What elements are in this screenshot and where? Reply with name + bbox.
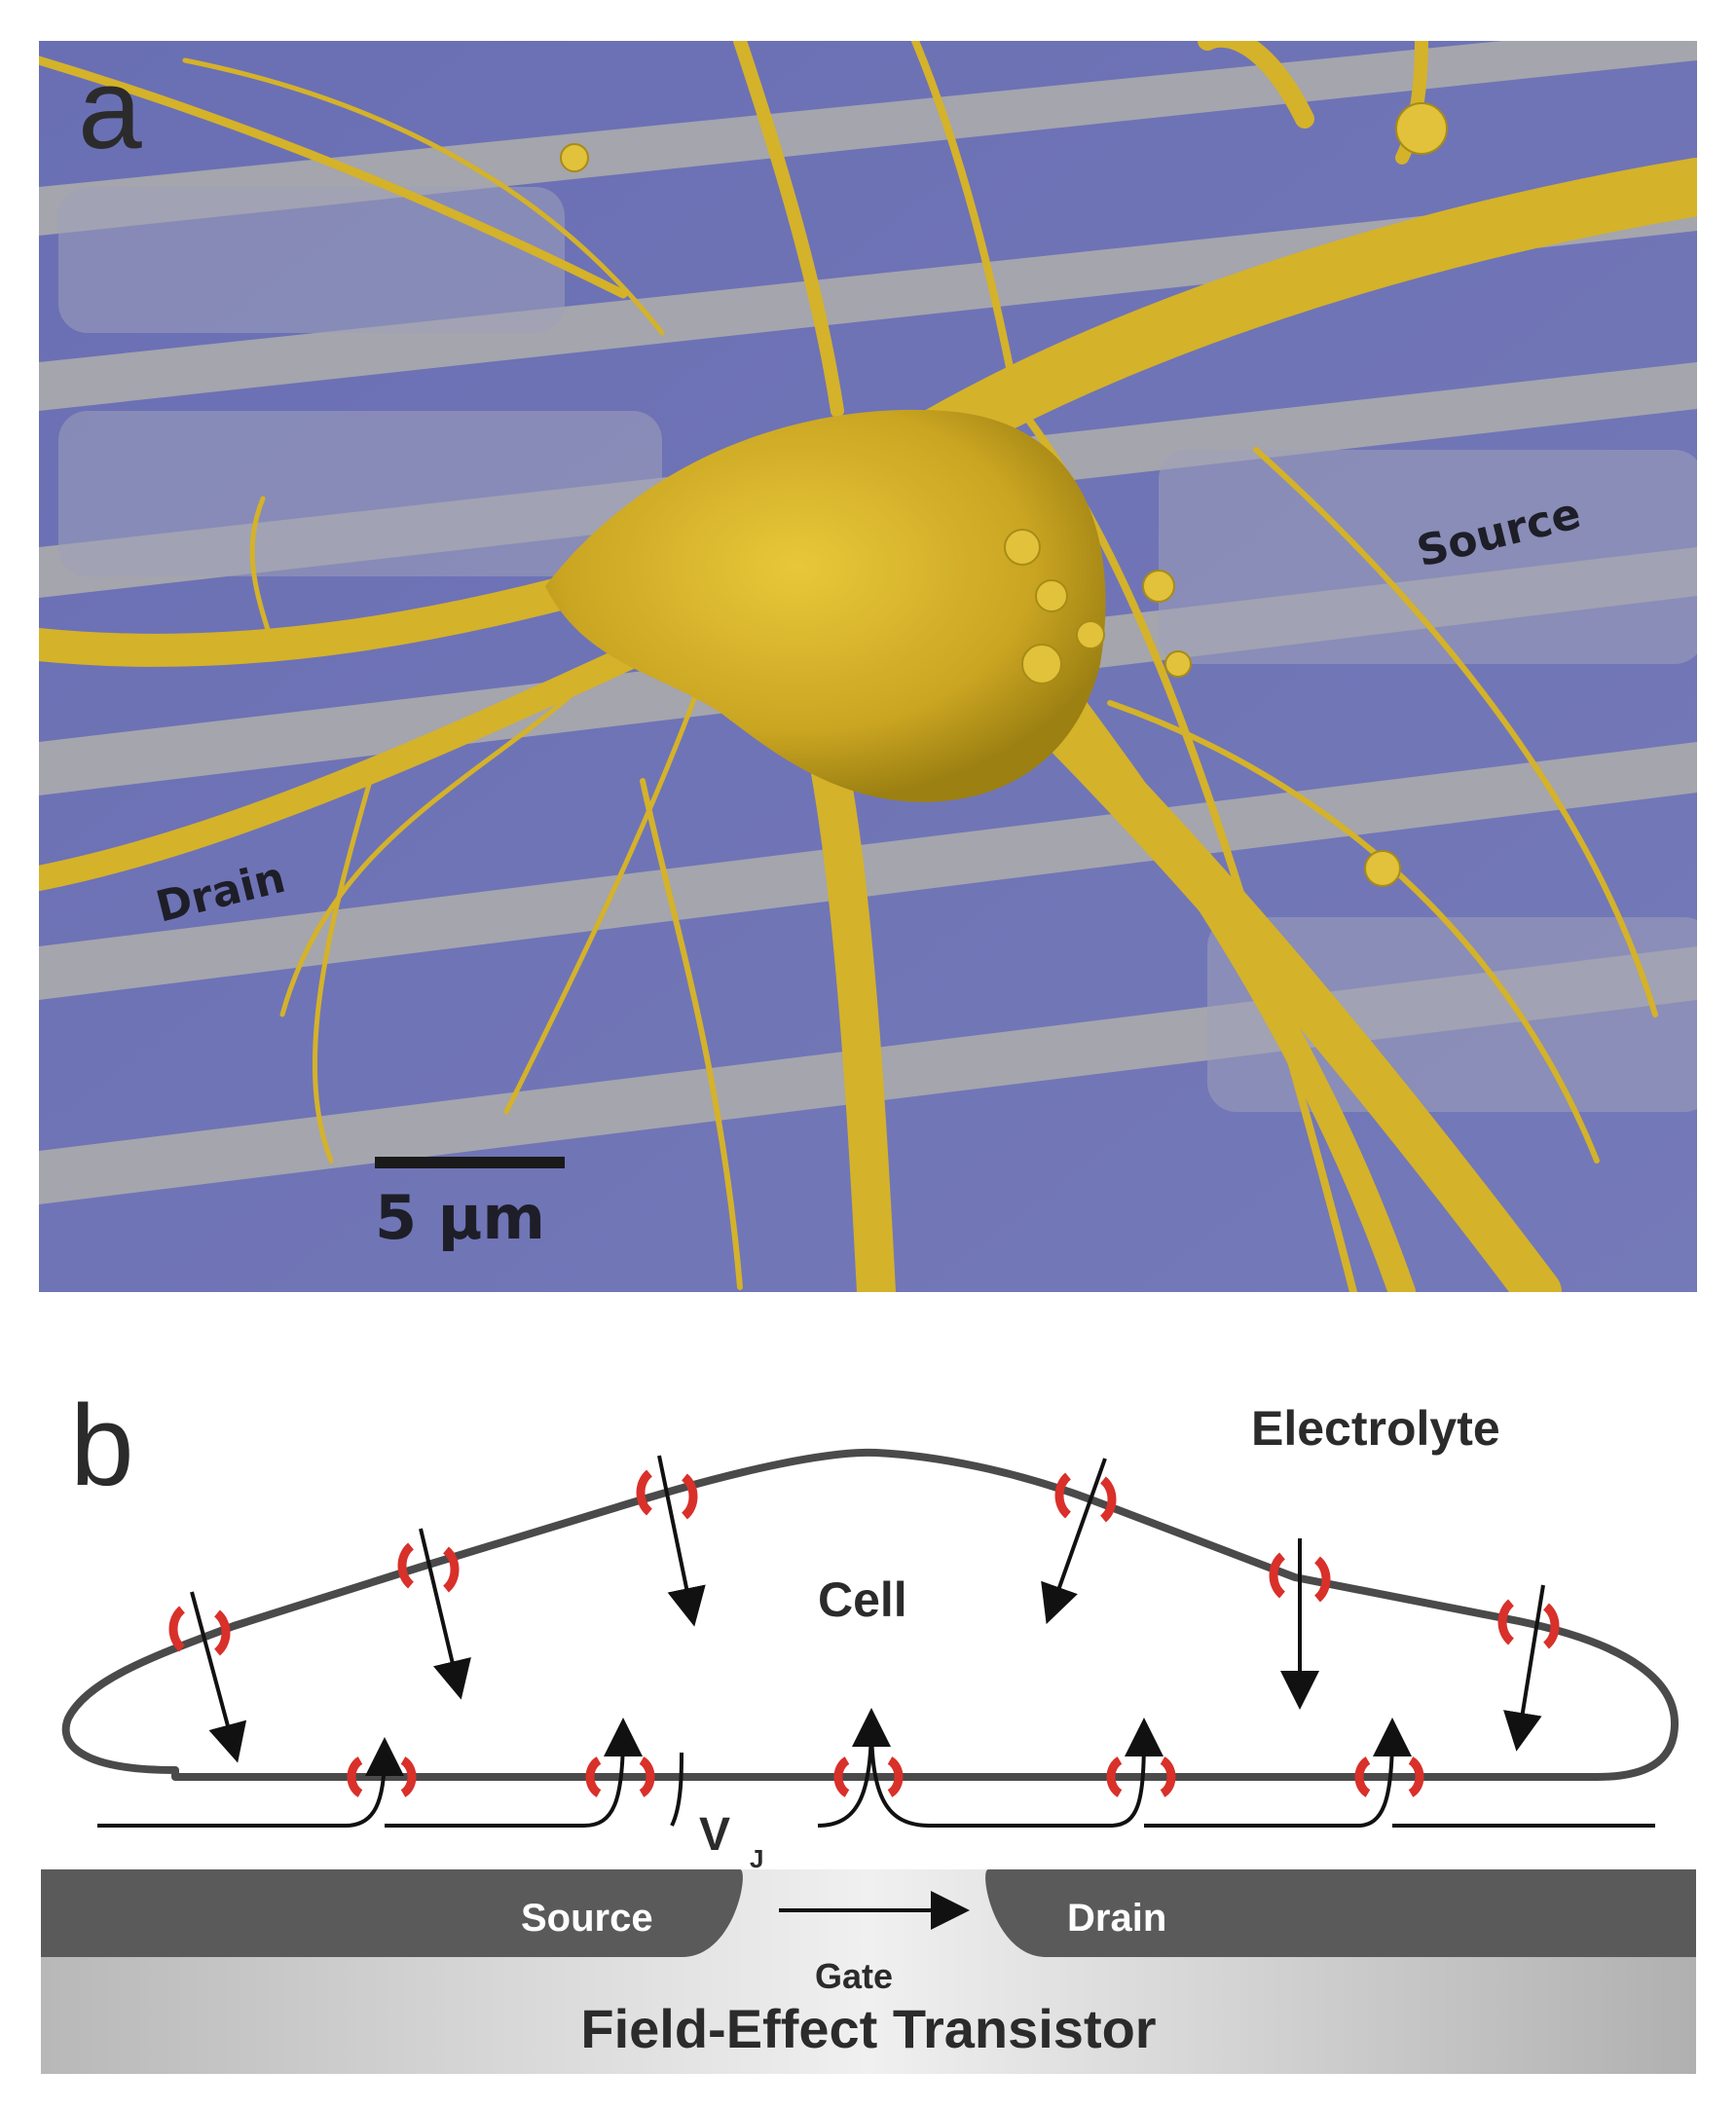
electrolyte-label: Electrolyte <box>1251 1401 1500 1456</box>
schematic-panel: b Electrolyte Cell <box>0 1334 1736 2107</box>
drain-electrode <box>985 1869 1696 1957</box>
scale-bar <box>375 1157 565 1168</box>
electrode-pads <box>58 187 1697 1112</box>
cell-label: Cell <box>818 1572 907 1627</box>
lower-ion-channels <box>97 1708 1655 1828</box>
soma-blebs <box>560 102 1448 887</box>
ion-channel <box>1497 1584 1560 1752</box>
neuron-soma <box>545 409 1106 802</box>
bottom-channels <box>347 1756 1424 1797</box>
gate-label: Gate <box>815 1956 893 1996</box>
ion-channel <box>168 1591 247 1763</box>
ion-channel <box>1269 1538 1331 1710</box>
sem-micrograph-panel: a Source Drain 5 μm <box>39 41 1697 1292</box>
current-path <box>97 1708 1655 1828</box>
fet-source-label: Source <box>521 1897 653 1940</box>
source-electrode <box>41 1869 743 1957</box>
transistor-label: Field-Effect Transistor <box>580 1998 1156 2059</box>
fet-drain-label: Drain <box>1067 1897 1166 1940</box>
sem-micrograph: a Source Drain 5 μm <box>39 41 1697 1292</box>
upper-ion-channels <box>168 1455 1560 1763</box>
panel-letter-b: b <box>70 1382 134 1510</box>
ion-channel <box>397 1528 471 1700</box>
ion-channel <box>636 1455 706 1627</box>
schematic-diagram: b Electrolyte Cell <box>41 1382 1696 2074</box>
cell-membrane <box>61 1448 1679 1781</box>
vj-label: V <box>699 1809 730 1861</box>
panel-letter-a: a <box>78 45 142 173</box>
ion-channel <box>1041 1458 1117 1625</box>
scale-bar-label: 5 μm <box>375 1182 545 1253</box>
vj-subscript: J <box>750 1844 763 1873</box>
